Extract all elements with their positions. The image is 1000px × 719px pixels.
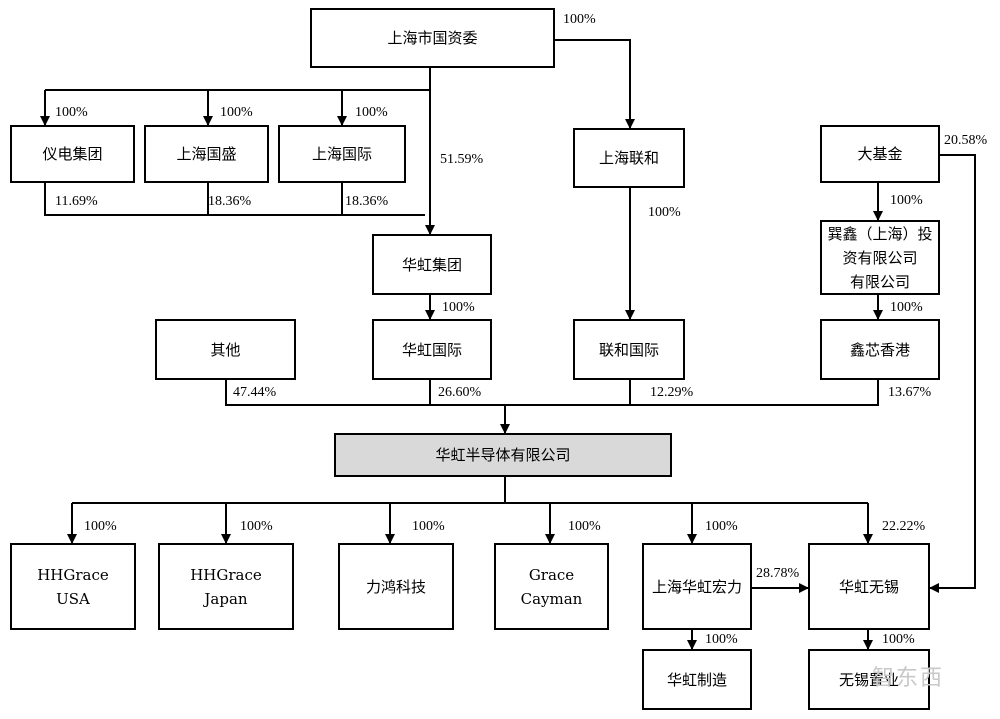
node-hua-hong-wuxi: 华虹无锡 [808,543,930,630]
pct-huahongintl-semi: 26.60% [438,385,482,400]
pct-yidian-group: 11.69% [55,194,98,209]
edge-sasac-bus [45,68,431,91]
edge-bigfund-wuxi [929,154,976,593]
node-hua-hong-semi-label: 华虹半导体有限公司 [435,446,571,464]
node-hhgrace-usa-line2: USA [56,589,90,608]
pct-sasac-group: 51.59% [440,152,484,167]
node-grace-cayman: Grace Cayman [494,543,609,630]
pct-semi-wuxi: 22.22% [882,519,926,534]
node-big-fund: 大基金 [820,125,940,183]
node-xinxin-hk: 鑫芯香港 [820,319,940,380]
node-lihong-label: 力鸿科技 [365,577,426,596]
pct-semi-honglian: 100% [705,519,738,534]
pct-wuxi-zhiye: 100% [882,632,915,647]
node-hua-hong-honglian-label: 上海华虹宏力 [651,577,742,596]
node-shanghai-guosheng-label: 上海国盛 [176,145,237,163]
pct-honglian-zhizao: 100% [705,632,738,647]
node-hua-hong-intl: 华虹国际 [372,319,492,380]
node-wuxi-zhiye: 无锡置业 [808,649,930,710]
pct-sasac-yidian: 100% [55,105,88,120]
node-xunxin-line3: 有限公司 [849,272,910,291]
node-xunxin-line1: 巽鑫（上海）投 [827,224,933,243]
node-xinxin-hk-label: 鑫芯香港 [849,340,910,359]
pct-lianhe-intl: 100% [648,205,681,220]
pct-honglian-wuxi: 28.78% [756,566,800,581]
edge-shareholders-semi [225,380,879,406]
node-wuxi-zhiye-label: 无锡置业 [838,670,899,689]
node-hua-hong-group: 华虹集团 [372,234,492,295]
node-hhgrace-japan: HHGrace Japan [158,543,294,630]
node-hhgrace-japan-line2: Japan [204,589,248,608]
pct-others-semi: 47.44% [233,385,277,400]
pct-bigfund-xunxin: 100% [890,193,923,208]
node-hua-hong-intl-label: 华虹国际 [401,340,462,359]
node-shanghai-guoji: 上海国际 [278,125,406,183]
node-others-label: 其他 [210,340,241,359]
pct-bigfund-wuxi: 20.58% [944,133,988,148]
edge-semi-bus [504,477,868,504]
node-grace-cayman-label: Grace Cayman [520,565,583,608]
node-hua-hong-honglian: 上海华虹宏力 [642,543,752,630]
node-xunxin: 巽鑫（上海）投 资有限公司 有限公司 [820,220,940,295]
node-sasac: 上海市国资委 [310,8,555,68]
node-sasac-label: 上海市国资委 [387,29,478,47]
node-others: 其他 [155,319,296,380]
edge-shareholders-group [44,183,425,216]
node-xunxin-line2: 资有限公司 [842,248,918,267]
pct-group-intl: 100% [442,300,475,315]
node-hua-hong-wuxi-label: 华虹无锡 [838,577,899,596]
pct-semi-japan: 100% [240,519,273,534]
node-hhgrace-usa: HHGrace USA [10,543,136,630]
node-shanghai-lianhe-label: 上海联和 [598,149,659,167]
watermark-logo: 智东西 [872,666,945,691]
node-hua-hong-semi: 华虹半导体有限公司 [334,433,672,477]
node-lihong: 力鸿科技 [338,543,454,630]
node-lianhe-intl: 联和国际 [573,319,685,380]
node-shanghai-lianhe: 上海联和 [573,128,685,188]
node-big-fund-label: 大基金 [857,145,903,163]
node-lianhe-intl-label: 联和国际 [598,340,659,359]
pct-sasac-guoji: 100% [355,105,388,120]
node-hhgrace-japan-line1: HHGrace [190,565,262,584]
pct-guoji-group: 18.36% [345,194,389,209]
node-hhgrace-usa-line1: HHGrace [37,565,109,584]
pct-semi-lihong: 100% [412,519,445,534]
node-yidian-label: 仪电集团 [42,145,103,163]
pct-semi-usa: 100% [84,519,117,534]
pct-semi-cayman: 100% [568,519,601,534]
pct-xunxin-hk: 100% [890,300,923,315]
pct-guosheng-group: 18.36% [208,194,252,209]
pct-hk-semi: 13.67% [888,385,932,400]
pct-sasac-lianhe: 100% [563,12,596,27]
pct-sasac-guosheng: 100% [220,105,253,120]
node-yidian: 仪电集团 [10,125,135,183]
node-shanghai-guoji-label: 上海国际 [311,145,372,163]
node-hua-hong-group-label: 华虹集团 [401,255,462,274]
node-shanghai-guosheng: 上海国盛 [144,125,269,183]
edge-sasac-lianhe [553,39,635,129]
node-hua-hong-zhizao: 华虹制造 [642,649,752,710]
pct-lianheintl-semi: 12.29% [650,385,694,400]
node-hua-hong-zhizao-label: 华虹制造 [666,670,727,689]
